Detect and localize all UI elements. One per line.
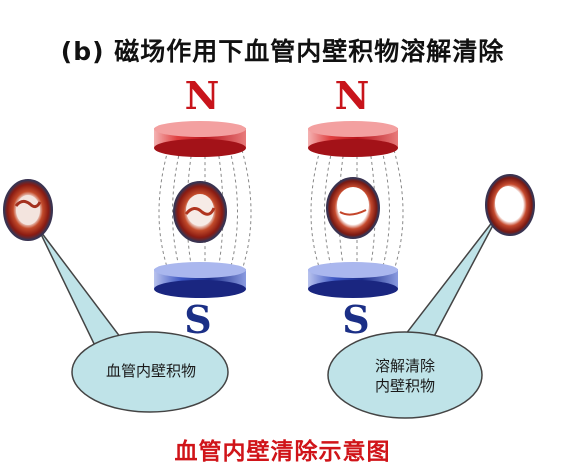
- right-callout-line-2: 内壁积物: [374, 377, 435, 395]
- left-callout-text: 血管内壁积物: [105, 362, 196, 380]
- magnet-pair-2: [308, 121, 404, 298]
- south-pole-label-2: S: [342, 297, 370, 342]
- right-callout-text: 溶解清除 内壁积物: [355, 356, 455, 396]
- north-pole-label-2: N: [334, 73, 370, 118]
- vessel-center-2: [326, 177, 380, 239]
- vessel-with-plaque-left: [3, 179, 53, 241]
- left-callout: [37, 227, 229, 413]
- south-pole-label-1: S: [184, 297, 212, 342]
- north-pole-label-1: N: [184, 73, 220, 118]
- magnet-pair-1: [154, 121, 252, 298]
- right-callout: [327, 211, 501, 419]
- diagram-title: (b) 磁场作用下血管内壁积物溶解清除: [60, 37, 505, 66]
- diagram-caption: 血管内壁清除示意图: [174, 439, 391, 465]
- right-callout-line-1: 溶解清除: [374, 357, 435, 375]
- vessel-cleaned-right: [485, 174, 535, 236]
- vessel-center-1: [173, 181, 227, 243]
